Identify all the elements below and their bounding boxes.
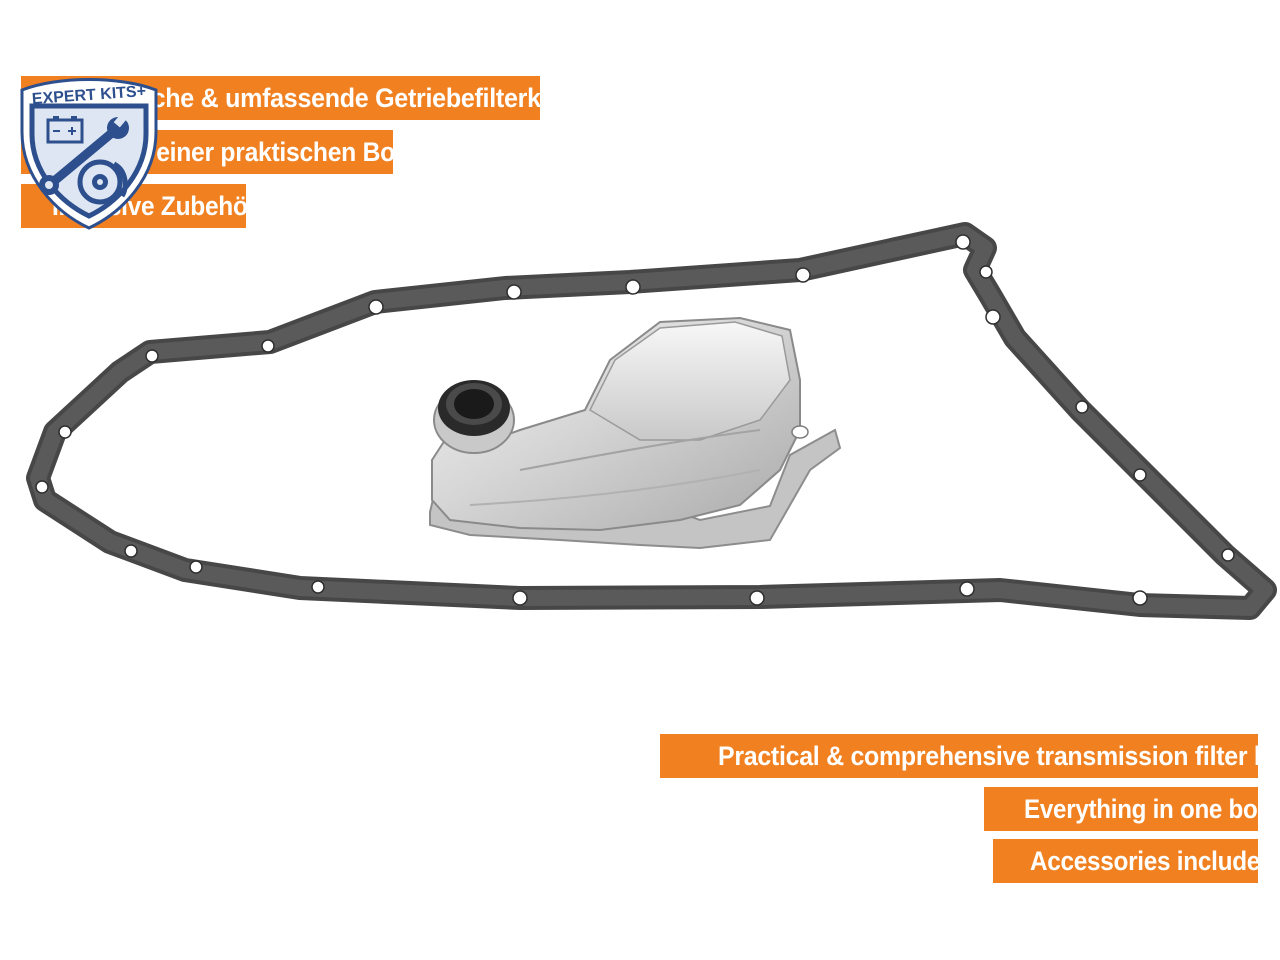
expert-kits-badge: EXPERT KITS+	[20, 78, 158, 230]
banner-en-kits: Practical & comprehensive transmission f…	[660, 734, 1280, 778]
banner-en-accessories: Accessories included	[993, 839, 1275, 883]
brake-disc-icon	[77, 159, 128, 205]
wrench-icon	[39, 114, 129, 195]
banner-en-box: Everything in one box!	[984, 787, 1279, 831]
gasket	[26, 222, 1277, 620]
transmission-filter	[429, 316, 842, 550]
battery-icon	[46, 116, 84, 144]
